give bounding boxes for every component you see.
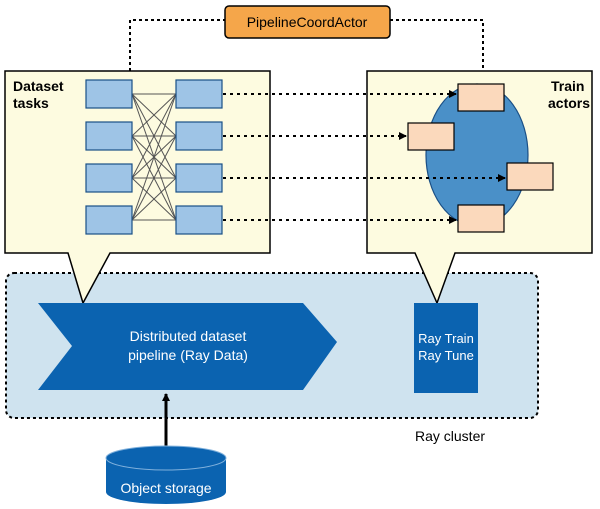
dataset-task-box bbox=[175, 79, 223, 109]
shuffle-connections bbox=[131, 93, 177, 221]
dataset-tasks-title-line1: Dataset bbox=[13, 78, 64, 94]
dataset-task-box bbox=[85, 121, 133, 151]
ray-tune-label: Ray Tune bbox=[418, 348, 474, 363]
pipeline-label-line2: pipeline (Ray Data) bbox=[128, 347, 248, 363]
dataset-task-box bbox=[85, 163, 133, 193]
ray-train-label: Ray Train bbox=[418, 331, 474, 346]
train-actors-title-line1: Train bbox=[551, 78, 584, 94]
train-actors-title-line2: actors bbox=[548, 95, 590, 111]
object-storage-label: Object storage bbox=[120, 480, 211, 496]
train-actor-box bbox=[407, 122, 455, 151]
dataset-task-box bbox=[85, 79, 133, 109]
train-actor-box bbox=[457, 83, 505, 112]
pipeline-coord-actor-box bbox=[224, 5, 391, 39]
pipeline-coord-actor-label: PipelineCoordActor bbox=[247, 14, 368, 30]
coordinator-connections bbox=[129, 19, 484, 71]
dataset-task-box bbox=[175, 121, 223, 151]
train-actor-box bbox=[457, 204, 505, 233]
ray-cluster-label: Ray cluster bbox=[415, 428, 485, 444]
data-flow-arrows bbox=[223, 90, 506, 224]
dataset-tasks-title-line2: tasks bbox=[13, 95, 49, 111]
pipeline-chevron bbox=[38, 303, 337, 390]
dataset-task-boxes bbox=[85, 79, 223, 235]
train-actor-boxes bbox=[407, 83, 554, 233]
dataset-task-box bbox=[175, 163, 223, 193]
train-actor-box bbox=[506, 162, 554, 191]
pipeline-label-line1: Distributed dataset bbox=[130, 328, 247, 344]
ray-train-tune-box bbox=[414, 303, 478, 393]
dataset-task-box bbox=[175, 205, 223, 235]
dataset-task-box bbox=[85, 205, 133, 235]
object-storage-cylinder bbox=[105, 445, 227, 504]
